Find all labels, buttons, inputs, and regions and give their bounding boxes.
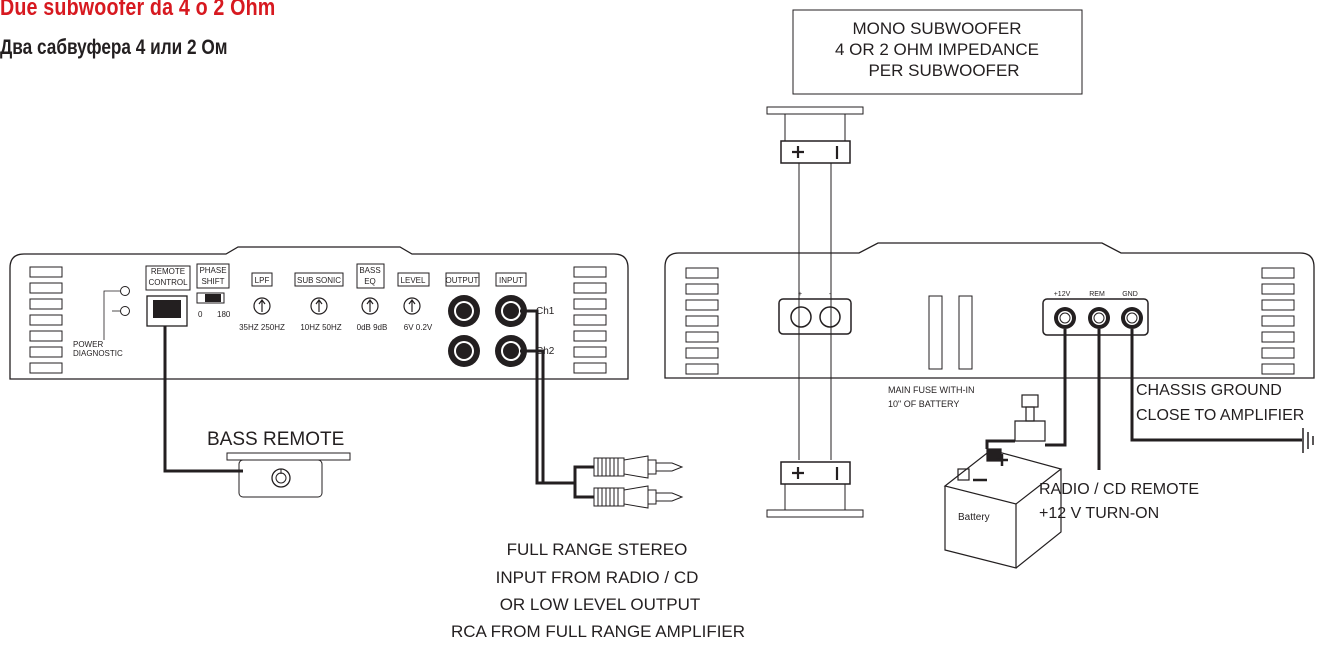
rca-plug-upper — [593, 455, 684, 479]
battery-label: Battery — [958, 512, 990, 523]
subsonic-knob[interactable] — [310, 297, 328, 315]
plus12v-label: +12V — [1054, 291, 1071, 298]
speaker-plus-label: + — [798, 291, 802, 298]
gnd-label: GND — [1122, 291, 1138, 298]
subwoofer-label-line-3: PER SUBWOOFER — [868, 61, 1019, 80]
bass-eq-label: BASS — [359, 266, 380, 275]
output-label: OUTPUT — [446, 276, 479, 285]
power-terminals — [1054, 307, 1143, 329]
amp-fuse-2 — [958, 295, 973, 370]
bass-remote-unit[interactable] — [226, 452, 351, 498]
subwoofer-label-line-1: MONO SUBWOOFER — [852, 19, 1021, 38]
right-amplifier — [664, 242, 1315, 379]
speaker-minus-label: - — [829, 291, 832, 298]
power-led-icon — [120, 286, 130, 296]
lpf-label: LPF — [255, 276, 270, 285]
subsonic-label: SUB SONIC — [297, 276, 341, 285]
left-amplifier — [9, 246, 629, 380]
full-range-label-1: FULL RANGE STEREO — [507, 540, 688, 559]
subwoofer-speaker — [766, 106, 864, 518]
bass-eq-range: 0dB 9dB — [357, 323, 388, 332]
subwoofer-label-line-2: 4 OR 2 OHM IMPEDANCE — [835, 40, 1039, 59]
output-rca-jacks — [448, 295, 480, 367]
power-label: POWER — [73, 340, 103, 349]
ch2-label: Ch2 — [536, 346, 555, 357]
rem-label: REM — [1089, 291, 1105, 298]
amp-fuse-1 — [928, 295, 943, 370]
remote-jack-port — [146, 295, 188, 327]
phase-shift-label: PHASE — [199, 266, 226, 275]
phase-shift-label-2: SHIFT — [201, 277, 224, 286]
input-label: INPUT — [499, 276, 523, 285]
main-fuse-icon — [1014, 394, 1046, 442]
subwoofer-label-box: MONO SUBWOOFER 4 OR 2 OHM IMPEDANCE PER … — [792, 9, 1083, 95]
bass-eq-knob[interactable] — [361, 297, 379, 315]
phase-switch[interactable] — [196, 292, 225, 304]
level-label: LEVEL — [401, 276, 426, 285]
main-fuse-label-2: 10" OF BATTERY — [888, 399, 959, 409]
chassis-ground-label: CHASSIS GROUND — [1136, 382, 1282, 399]
diagnostic-led-icon — [120, 306, 130, 316]
full-range-label-4: RCA FROM FULL RANGE AMPLIFIER — [451, 622, 745, 641]
phase-zero-label: 0 — [198, 310, 203, 319]
speaker-terminal-block — [778, 298, 852, 335]
turn-on-label: +12 V TURN-ON — [1039, 505, 1159, 522]
subwoofer-terminal-marks — [792, 146, 839, 480]
phase-180-label: 180 — [217, 310, 231, 319]
input-rca-jacks — [495, 295, 527, 367]
diagram-subtitle: Два сабвуфера 4 или 2 Ом — [0, 36, 228, 59]
diagnostic-label: DIAGNOSTIC — [73, 349, 123, 358]
level-range: 6V 0.2V — [404, 323, 433, 332]
lpf-knob[interactable] — [253, 297, 271, 315]
full-range-label-2: INPUT FROM RADIO / CD — [496, 568, 699, 587]
chassis-ground-label-2: CLOSE TO AMPLIFIER — [1136, 407, 1304, 424]
chassis-ground-icon — [1302, 428, 1314, 453]
rca-plug-lower — [593, 485, 684, 509]
bass-remote-label: BASS REMOTE — [207, 429, 344, 450]
bass-eq-label-2: EQ — [364, 277, 376, 286]
remote-control-label: REMOTE — [151, 267, 185, 276]
radio-cd-label: RADIO / CD REMOTE — [1039, 481, 1199, 498]
remote-control-label-2: CONTROL — [148, 278, 188, 287]
wires — [163, 309, 1302, 499]
main-fuse-label: MAIN FUSE WITH-IN — [888, 385, 975, 395]
lpf-range: 35HZ 250HZ — [239, 323, 285, 332]
level-knob[interactable] — [403, 297, 421, 315]
subsonic-range: 10HZ 50HZ — [300, 323, 341, 332]
power-terminal-block — [1042, 298, 1149, 336]
battery — [943, 448, 1063, 569]
ch1-label: Ch1 — [536, 306, 555, 317]
full-range-label-3: OR LOW LEVEL OUTPUT — [500, 595, 701, 614]
diagram-title: Due subwoofer da 4 o 2 Ohm — [0, 0, 276, 21]
